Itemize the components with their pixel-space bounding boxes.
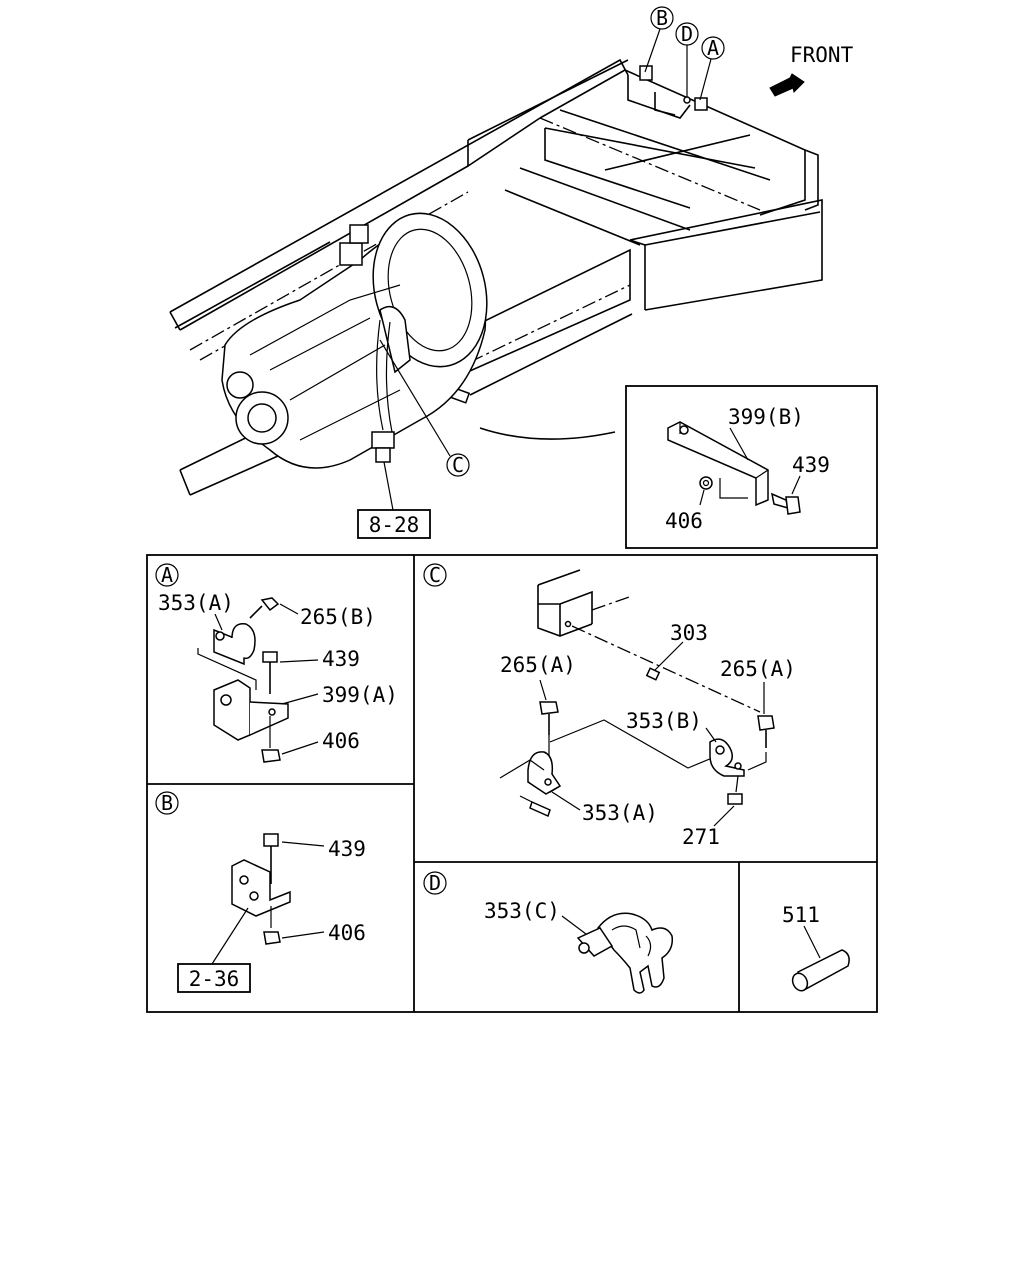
callout-a: A (699, 36, 725, 101)
svg-text:B: B (656, 6, 668, 30)
svg-text:A: A (707, 36, 719, 60)
panel-a-353a-label: 353(A) (158, 591, 234, 615)
panel-c-265a-right-label: 265(A) (720, 657, 796, 681)
panel-a-265b-label: 265(B) (300, 605, 376, 629)
panel-a-tag: A (161, 563, 173, 587)
panel-grid (146, 554, 878, 1013)
panel-c-271-label: 271 (682, 825, 720, 849)
inset-439-label: 439 (792, 453, 830, 477)
panel-b-439-label: 439 (328, 837, 366, 861)
svg-text:D: D (681, 22, 693, 46)
front-arrow-icon (769, 73, 805, 97)
callout-c: C (379, 339, 470, 477)
ref-2-36: 2-36 (189, 967, 240, 991)
panel-a: A 353(A) 265(B) 439 399(A) 406 (155, 563, 398, 763)
panel-d: D 353(C) (423, 871, 674, 994)
panel-c-265a-left-label: 265(A) (500, 653, 576, 677)
ref-8-28: 8-28 (357, 461, 431, 539)
panel-c-tag: C (429, 563, 441, 587)
panel-b: B 439 406 2-36 (155, 791, 366, 993)
inset-panel: 399(B) 439 406 (625, 385, 878, 549)
panel-d-353c-label: 353(C) (484, 899, 560, 923)
panel-c-303-label: 303 (670, 621, 708, 645)
panel-b-406-label: 406 (328, 921, 366, 945)
svg-text:8-28: 8-28 (369, 513, 420, 537)
panel-a-399a-label: 399(A) (322, 683, 398, 707)
panel-d-tag: D (429, 871, 441, 895)
panel-b-tag: B (161, 791, 173, 815)
panel-c: C (423, 563, 796, 849)
panel-c-353b-label: 353(B) (626, 709, 702, 733)
inset-406-label: 406 (665, 509, 703, 533)
callout-d: D (675, 22, 699, 97)
svg-text:C: C (452, 453, 464, 477)
front-direction-indicator: FRONT (769, 43, 854, 97)
panel-c-353a-label: 353(A) (582, 801, 658, 825)
front-label: FRONT (790, 43, 854, 67)
panel-a-406-label: 406 (322, 729, 360, 753)
panel-e-511-label: 511 (782, 903, 820, 927)
callout-b: B (644, 6, 674, 73)
inset-399b-label: 399(B) (728, 405, 804, 429)
transmission-drawing (221, 212, 488, 469)
panel-a-439-label: 439 (322, 647, 360, 671)
panel-e: 511 (782, 903, 850, 992)
